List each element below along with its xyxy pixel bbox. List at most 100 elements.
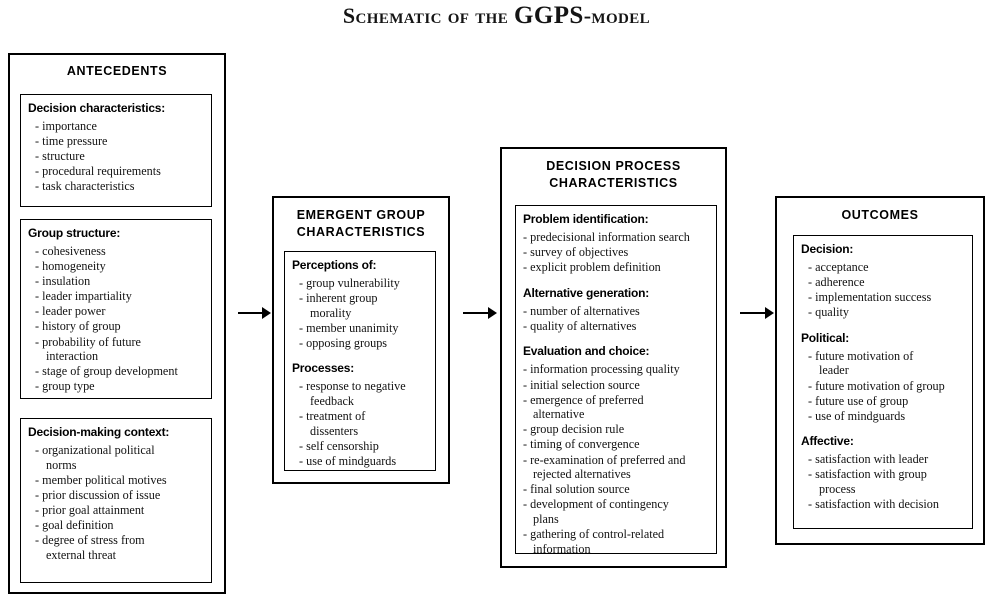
list-item: final solution source — [523, 482, 709, 497]
list-item: predecisional information search — [523, 230, 709, 245]
item-list-political: future motivation of leader future motiv… — [801, 349, 965, 423]
list-item: probability of future interaction — [28, 335, 204, 364]
stage-box-decision-process-characteristics: DECISION PROCESS CHARACTERISTICS Problem… — [500, 147, 727, 568]
arrow-shaft — [238, 312, 264, 314]
list-item: insulation — [28, 274, 204, 289]
group-head-perceptions-of: Perceptions of: — [292, 258, 377, 272]
list-item: adherence — [801, 275, 965, 290]
group-box-decision-process-detail: Problem identification: predecisional in… — [515, 205, 717, 556]
group-head-problem-identification: Problem identification: — [523, 212, 649, 226]
list-item: member unanimity — [292, 321, 428, 336]
list-item: survey of objectives — [523, 245, 709, 260]
list-item: member political motives — [28, 473, 204, 488]
page-title-suffix: -model — [583, 3, 651, 28]
list-item: number of alternatives — [523, 304, 709, 319]
list-item: homogeneity — [28, 259, 204, 274]
group-box-perceptions-and-processes: Perceptions of: group vulnerability inhe… — [284, 251, 436, 471]
list-item: time pressure — [28, 134, 204, 149]
page-title-prefix: Schematic of the — [342, 3, 515, 28]
page-title-emphasis: GGPS — [514, 2, 584, 29]
list-item: stage of group development — [28, 364, 204, 379]
item-list-processes: response to negative feedback treatment … — [292, 379, 428, 468]
list-item: group type — [28, 379, 204, 394]
item-list-evaluation-and-choice: information processing quality initial s… — [523, 362, 709, 556]
list-item: gathering of control-related information — [523, 527, 709, 556]
group-box-outcomes-detail: Decision: acceptance adherence implement… — [793, 235, 973, 529]
list-item: acceptance — [801, 260, 965, 275]
group-head-affective: Affective: — [801, 434, 854, 449]
group-head-political: Political: — [801, 330, 850, 345]
arrow-shaft — [740, 312, 767, 314]
stage-title-emergent-group-characteristics: EMERGENT GROUP CHARACTERISTICS — [296, 208, 426, 239]
list-item: initial selection source — [523, 378, 709, 393]
group-head-alternative-generation: Alternative generation: — [523, 285, 650, 300]
page-title: Schematic of the GGPS-model — [0, 2, 993, 30]
item-list-decision-characteristics: importance time pressure structure proce… — [28, 119, 204, 194]
list-item: future motivation of group — [801, 379, 965, 394]
list-item: use of mindguards — [292, 454, 428, 469]
list-item: inherent group morality — [292, 291, 428, 320]
list-item: goal definition — [28, 518, 204, 533]
list-item: information processing quality — [523, 362, 709, 377]
arrow-head — [488, 307, 497, 319]
item-list-decision: acceptance adherence implementation succ… — [801, 260, 965, 320]
list-item: timing of convergence — [523, 437, 709, 452]
arrow-process-to-outcomes — [740, 306, 776, 320]
list-item: use of mindguards — [801, 409, 965, 424]
list-item: prior discussion of issue — [28, 488, 204, 503]
list-item: implementation success — [801, 290, 965, 305]
list-item: treatment of dissenters — [292, 409, 428, 438]
stage-box-outcomes: OUTCOMES Decision: acceptance adherence … — [775, 196, 985, 545]
list-item: procedural requirements — [28, 164, 204, 179]
list-item: self censorship — [292, 439, 428, 454]
list-item: re-examination of preferred and rejected… — [523, 453, 709, 482]
group-box-group-structure: Group structure: cohesiveness homogeneit… — [20, 219, 212, 399]
arrow-head — [262, 307, 271, 319]
arrow-emergent-to-process — [463, 306, 499, 320]
group-head-evaluation-and-choice: Evaluation and choice: — [523, 344, 650, 359]
group-box-decision-characteristics: Decision characteristics: importance tim… — [20, 94, 212, 207]
list-item: satisfaction with leader — [801, 452, 965, 467]
list-item: group decision rule — [523, 422, 709, 437]
item-list-affective: satisfaction with leader satisfaction wi… — [801, 452, 965, 511]
group-head-processes: Processes: — [292, 361, 355, 376]
item-list-group-structure: cohesiveness homogeneity insulation lead… — [28, 244, 204, 394]
list-item: prior goal attainment — [28, 503, 204, 518]
group-box-decision-making-context: Decision-making context: organizational … — [20, 418, 212, 583]
list-item: task characteristics — [28, 179, 204, 194]
arrow-head — [765, 307, 774, 319]
group-head-decision: Decision: — [801, 242, 854, 256]
list-item: future use of group — [801, 394, 965, 409]
item-list-perceptions-of: group vulnerability inherent group moral… — [292, 276, 428, 350]
list-item: development of contingency plans — [523, 497, 709, 526]
item-list-problem-identification: predecisional information search survey … — [523, 230, 709, 275]
list-item: quality of alternatives — [523, 319, 709, 334]
list-item: quality — [801, 305, 965, 320]
list-item: opposing groups — [292, 336, 428, 351]
stage-box-antecedents: ANTECEDENTS Decision characteristics: im… — [8, 53, 226, 594]
list-item: history of group — [28, 319, 204, 334]
arrow-shaft — [463, 312, 490, 314]
list-item: future motivation of leader — [801, 349, 965, 378]
stage-title-decision-process-characteristics: DECISION PROCESS CHARACTERISTICS — [546, 159, 681, 190]
group-head-decision-making-context: Decision-making context: — [28, 425, 170, 439]
list-item: structure — [28, 149, 204, 164]
list-item: group vulnerability — [292, 276, 428, 291]
list-item: satisfaction with decision — [801, 497, 965, 512]
item-list-decision-making-context: organizational political norms member po… — [28, 443, 204, 562]
item-list-alternative-generation: number of alternatives quality of altern… — [523, 304, 709, 334]
list-item: cohesiveness — [28, 244, 204, 259]
group-head-decision-characteristics: Decision characteristics: — [28, 101, 166, 115]
stage-title-outcomes: OUTCOMES — [841, 208, 919, 222]
group-head-group-structure: Group structure: — [28, 226, 121, 240]
list-item: leader power — [28, 304, 204, 319]
list-item: satisfaction with group process — [801, 467, 965, 496]
list-item: explicit problem definition — [523, 260, 709, 275]
list-item: degree of stress from external threat — [28, 533, 204, 562]
list-item: response to negative feedback — [292, 379, 428, 408]
list-item: importance — [28, 119, 204, 134]
stage-box-emergent-group-characteristics: EMERGENT GROUP CHARACTERISTICS Perceptio… — [272, 196, 450, 484]
list-item: leader impartiality — [28, 289, 204, 304]
list-item: organizational political norms — [28, 443, 204, 472]
list-item: emergence of preferred alternative — [523, 393, 709, 422]
